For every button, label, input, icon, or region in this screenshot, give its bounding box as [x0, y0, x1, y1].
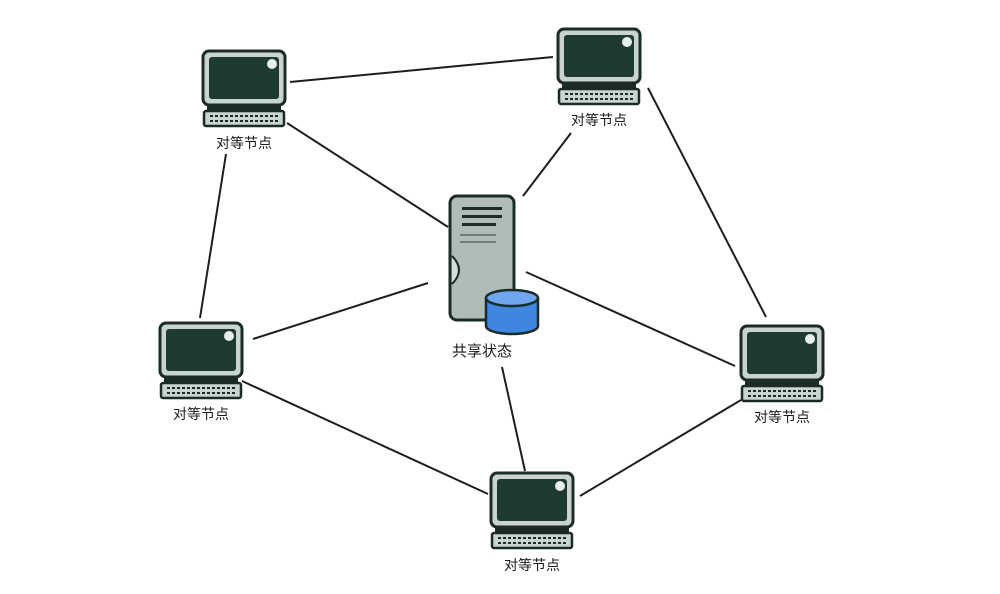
database-icon [484, 288, 540, 336]
edge-midright-bottom [579, 399, 742, 497]
peer-node-mid-left: 对等节点 [158, 321, 244, 423]
edge-topright-midright [647, 87, 767, 318]
peer-node-top-left: 对等节点 [201, 49, 287, 152]
server-icon [448, 194, 516, 322]
connections [199, 56, 767, 497]
peer-node-mid-right: 对等节点 [739, 324, 825, 426]
computer-icon [739, 324, 825, 403]
edge-topright-server [522, 132, 572, 197]
peer-label: 对等节点 [504, 557, 560, 574]
edge-bottom-server [501, 366, 526, 472]
peer-node-top-right: 对等节点 [556, 27, 642, 129]
shared-state-label: 共享状态 [452, 342, 512, 360]
peer-label: 对等节点 [216, 135, 272, 152]
computer-icon [489, 471, 575, 550]
edge-topleft-midleft [199, 153, 227, 319]
edge-midright-server [525, 271, 736, 367]
computer-icon [201, 49, 287, 128]
peer-label: 对等节点 [173, 406, 229, 423]
edge-midleft-server [252, 282, 429, 340]
shared-state-server: 共享状态 [448, 194, 540, 360]
peer-label: 对等节点 [754, 409, 810, 426]
peer-label: 对等节点 [571, 112, 627, 129]
edge-topleft-server [286, 122, 449, 228]
computer-icon [556, 27, 642, 106]
edge-midleft-bottom [241, 380, 489, 495]
peer-node-bottom: 对等节点 [489, 471, 575, 574]
computer-icon [158, 321, 244, 400]
edge-topleft-topright [289, 56, 554, 83]
